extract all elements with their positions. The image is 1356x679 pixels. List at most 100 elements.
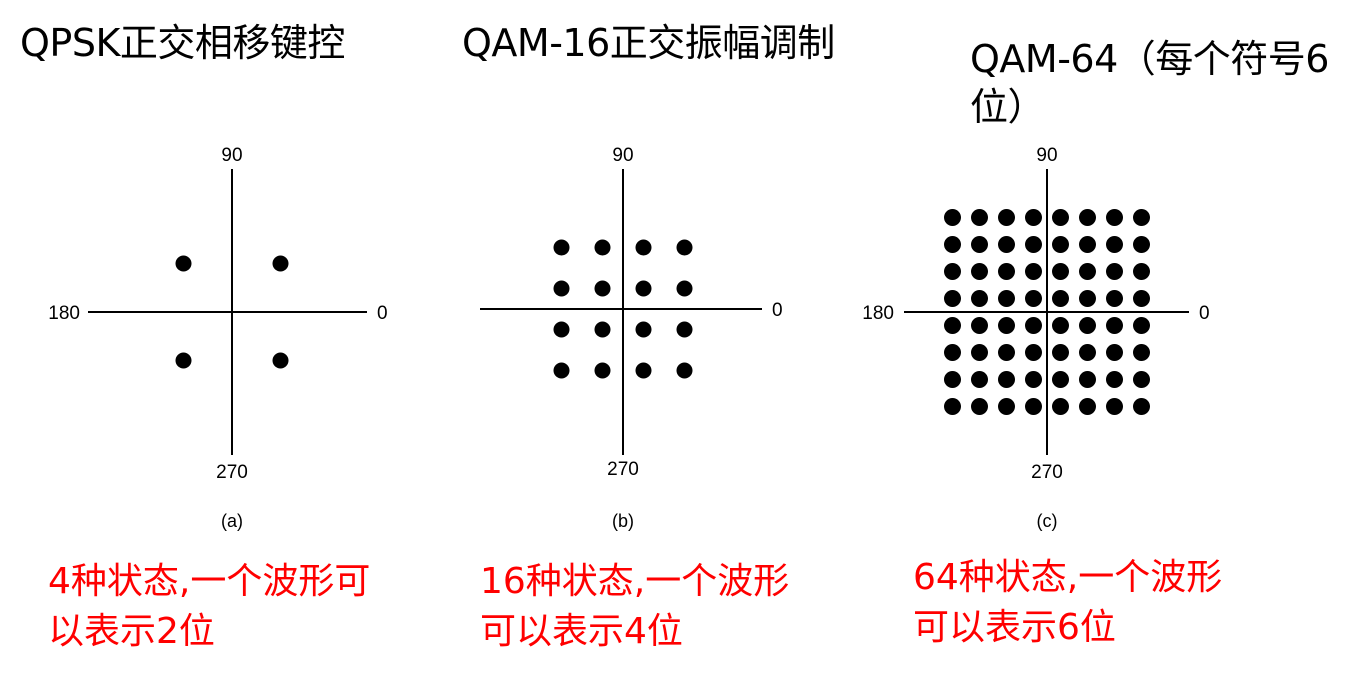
axis-label-0: 0 — [772, 300, 783, 321]
constellation-point — [594, 321, 611, 338]
constellation-point — [635, 239, 652, 256]
constellation-point — [971, 398, 988, 415]
constellation-point — [1052, 344, 1069, 361]
constellation-point — [971, 209, 988, 226]
constellation-point — [635, 362, 652, 379]
constellation-point — [1106, 398, 1123, 415]
axis-label-90: 90 — [612, 145, 633, 166]
qpsk-caption: 4种状态,一个波形可以表示2位 — [48, 561, 371, 652]
constellation-point — [1133, 317, 1150, 334]
constellation-point — [676, 362, 693, 379]
constellation-point — [998, 317, 1015, 334]
constellation-point — [1133, 236, 1150, 253]
constellation-point — [676, 321, 693, 338]
constellation-point — [553, 239, 570, 256]
qpsk-title: QPSK正交相移键控 — [20, 21, 345, 65]
constellation-point — [1052, 290, 1069, 307]
constellation-point — [1106, 371, 1123, 388]
constellation-point — [1079, 236, 1096, 253]
constellation-point — [998, 236, 1015, 253]
constellation-point — [944, 371, 961, 388]
constellation-point — [1106, 344, 1123, 361]
constellation-point — [594, 239, 611, 256]
qam16-title: QAM-16正交振幅调制 — [462, 21, 835, 65]
axis-label-0: 0 — [377, 303, 388, 324]
qam16-constellation: 90 0 270 (b) — [480, 145, 783, 531]
constellation-point — [272, 352, 289, 369]
constellation-point — [1106, 290, 1123, 307]
constellation-point — [594, 280, 611, 297]
constellation-point — [1025, 371, 1042, 388]
constellation-point — [1106, 317, 1123, 334]
constellation-point — [1052, 209, 1069, 226]
constellation-point — [1025, 236, 1042, 253]
qam16-caption: 16种状态,一个波形可以表示4位 — [480, 561, 790, 652]
axis-label-90: 90 — [221, 145, 242, 166]
constellation-point — [998, 209, 1015, 226]
constellation-point — [944, 344, 961, 361]
axis-label-0: 0 — [1199, 303, 1210, 324]
constellation-point — [998, 398, 1015, 415]
qam64-constellation: 90 180 0 270 (c) — [862, 145, 1210, 531]
axis-label-270: 270 — [1031, 462, 1063, 483]
constellation-point — [971, 344, 988, 361]
constellation-point — [944, 263, 961, 280]
constellation-point — [944, 317, 961, 334]
qpsk-constellation: 90 180 0 270 (a) — [48, 145, 388, 531]
panel-label-b: (b) — [612, 511, 634, 531]
constellation-point — [971, 371, 988, 388]
constellation-point — [635, 321, 652, 338]
constellation-point — [971, 290, 988, 307]
constellation-point — [1133, 398, 1150, 415]
constellation-point — [553, 321, 570, 338]
panel-label-c: (c) — [1037, 511, 1058, 531]
constellation-point — [1079, 290, 1096, 307]
axis-label-270: 270 — [216, 462, 248, 483]
constellation-point — [971, 317, 988, 334]
constellation-point — [1133, 344, 1150, 361]
constellation-point — [971, 263, 988, 280]
constellation-point — [1025, 317, 1042, 334]
constellation-point — [272, 255, 289, 272]
constellation-point — [676, 280, 693, 297]
constellation-point — [971, 236, 988, 253]
qam64-caption: 64种状态,一个波形可以表示6位 — [913, 557, 1223, 648]
constellation-point — [635, 280, 652, 297]
constellation-point — [175, 352, 192, 369]
constellation-points — [553, 239, 693, 379]
axis-label-270: 270 — [607, 459, 639, 480]
constellation-point — [998, 371, 1015, 388]
constellation-point — [1079, 263, 1096, 280]
constellation-point — [1106, 236, 1123, 253]
constellation-points — [175, 255, 289, 369]
constellation-point — [1052, 317, 1069, 334]
constellation-point — [1079, 398, 1096, 415]
constellation-point — [1133, 371, 1150, 388]
constellation-point — [1079, 371, 1096, 388]
constellation-point — [1025, 209, 1042, 226]
qam64-title: QAM-64（每个符号6位） — [970, 37, 1329, 129]
constellation-point — [1106, 263, 1123, 280]
constellation-point — [998, 344, 1015, 361]
constellation-point — [944, 290, 961, 307]
constellation-points — [944, 209, 1150, 415]
constellation-point — [998, 290, 1015, 307]
constellation-point — [1052, 398, 1069, 415]
constellation-point — [1079, 209, 1096, 226]
axis-label-180: 180 — [862, 303, 894, 324]
constellation-point — [1106, 209, 1123, 226]
constellation-point — [1052, 371, 1069, 388]
constellation-point — [1025, 290, 1042, 307]
panel-label-a: (a) — [221, 511, 243, 531]
constellation-point — [553, 280, 570, 297]
constellation-point — [1025, 398, 1042, 415]
axis-label-180: 180 — [48, 303, 80, 324]
constellation-point — [944, 209, 961, 226]
constellation-point — [175, 255, 192, 272]
constellation-point — [1052, 263, 1069, 280]
axis-label-90: 90 — [1036, 145, 1057, 166]
constellation-point — [944, 236, 961, 253]
constellation-point — [1079, 344, 1096, 361]
constellation-point — [594, 362, 611, 379]
constellation-point — [1079, 317, 1096, 334]
